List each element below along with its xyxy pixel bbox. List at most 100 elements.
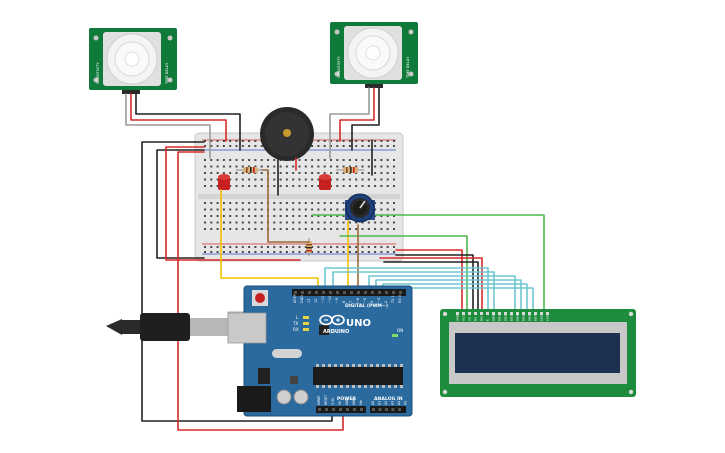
breadboard-hole — [323, 215, 326, 217]
breadboard-hole — [229, 215, 232, 217]
breadboard-hole — [285, 178, 288, 181]
breadboard-hole — [330, 221, 332, 224]
breadboard-hole — [260, 221, 263, 224]
breadboard-hole — [292, 172, 295, 174]
breadboard-hole — [248, 145, 251, 147]
breadboard-hole — [241, 140, 244, 142]
breadboard-hole — [222, 228, 225, 230]
breadboard-hole — [355, 145, 358, 147]
breadboard-hole — [317, 185, 320, 187]
lcd-pin — [498, 312, 501, 315]
breadboard-hole — [361, 228, 364, 230]
breadboard-hole — [374, 208, 377, 211]
pir-right-time-label: TIME DELAY — [406, 56, 410, 79]
breadboard-hole — [323, 228, 326, 230]
breadboard-hole — [386, 145, 389, 147]
led-right — [319, 174, 331, 190]
chip-pin — [358, 385, 361, 388]
breadboard-hole — [336, 185, 339, 187]
breadboard-hole — [254, 178, 257, 181]
chip-pin — [364, 385, 367, 388]
breadboard-hole — [241, 172, 244, 174]
breadboard-hole — [222, 215, 225, 217]
breadboard-hole — [285, 228, 288, 230]
breadboard-hole — [248, 251, 251, 253]
header-hole — [332, 408, 335, 411]
breadboard-hole — [260, 165, 263, 168]
breadboard-hole — [311, 208, 314, 211]
on-label: ON — [397, 328, 403, 333]
breadboard-hole — [204, 140, 206, 142]
breadboard-hole — [393, 172, 395, 174]
power-pin-label: 3.3V — [331, 397, 335, 405]
breadboard-hole — [330, 159, 332, 161]
breadboard-hole — [311, 246, 314, 248]
breadboard-hole — [317, 221, 320, 224]
breadboard-hole — [380, 251, 383, 253]
breadboard-hole — [311, 228, 314, 230]
breadboard-hole — [267, 159, 269, 161]
breadboard-hole — [273, 159, 276, 161]
chip-pin — [370, 364, 373, 367]
breadboard-hole — [393, 178, 395, 181]
header-hole — [322, 291, 325, 294]
lcd-pin — [528, 312, 531, 315]
arduino-uno: L TX RX ON ARDUINO UNO DIGITAL (PWM~) PO… — [227, 285, 413, 417]
breadboard-hole — [216, 172, 219, 174]
potentiometer — [345, 193, 375, 223]
breadboard-hole — [348, 145, 351, 147]
power-label: POWER — [337, 396, 356, 402]
breadboard-hole — [292, 251, 295, 253]
breadboard-hole — [298, 251, 301, 253]
breadboard-hole — [216, 140, 219, 142]
chip-pin — [328, 364, 331, 367]
lcd-pin — [510, 312, 513, 315]
breadboard-hole — [222, 140, 225, 142]
breadboard-hole — [330, 145, 332, 147]
breadboard-hole — [336, 178, 339, 181]
breadboard-hole — [336, 251, 339, 253]
breadboard-hole — [285, 208, 288, 211]
breadboard-hole — [210, 185, 213, 187]
breadboard-hole — [285, 185, 288, 187]
chip-pin — [346, 385, 349, 388]
chip-pin — [394, 385, 397, 388]
breadboard-hole — [361, 178, 364, 181]
breadboard-hole — [304, 215, 307, 217]
breadboard-hole — [380, 145, 383, 147]
lcd-pin-label: RW — [480, 316, 484, 321]
header-hole — [378, 408, 382, 411]
breadboard-hole — [254, 221, 257, 224]
breadboard-hole — [292, 178, 295, 181]
lcd-pin — [492, 312, 495, 315]
breadboard-hole — [361, 159, 364, 161]
breadboard-hole — [216, 251, 219, 253]
breadboard-hole — [210, 145, 213, 147]
chip-pin — [388, 364, 391, 367]
breadboard-hole — [361, 221, 364, 224]
breadboard-hole — [317, 140, 320, 142]
breadboard-hole — [210, 202, 213, 204]
breadboard-hole — [210, 140, 213, 142]
breadboard-hole — [298, 185, 301, 187]
chip-pin — [328, 385, 331, 388]
breadboard-hole — [393, 145, 395, 147]
breadboard-hole — [229, 221, 232, 224]
breadboard-hole — [204, 208, 206, 211]
lcd-pin — [468, 312, 471, 315]
breadboard-hole — [241, 251, 244, 253]
breadboard-hole — [241, 221, 244, 224]
breadboard-hole — [317, 215, 320, 217]
breadboard-hole — [229, 202, 232, 204]
breadboard-hole — [279, 172, 282, 174]
breadboard-hole — [254, 246, 257, 248]
breadboard-hole — [311, 221, 314, 224]
breadboard-hole — [229, 178, 232, 181]
breadboard-hole — [386, 251, 389, 253]
digital-pin-label: 7 — [349, 301, 353, 303]
breadboard-hole — [248, 165, 251, 168]
breadboard-hole — [386, 140, 389, 142]
breadboard-hole — [336, 159, 339, 161]
